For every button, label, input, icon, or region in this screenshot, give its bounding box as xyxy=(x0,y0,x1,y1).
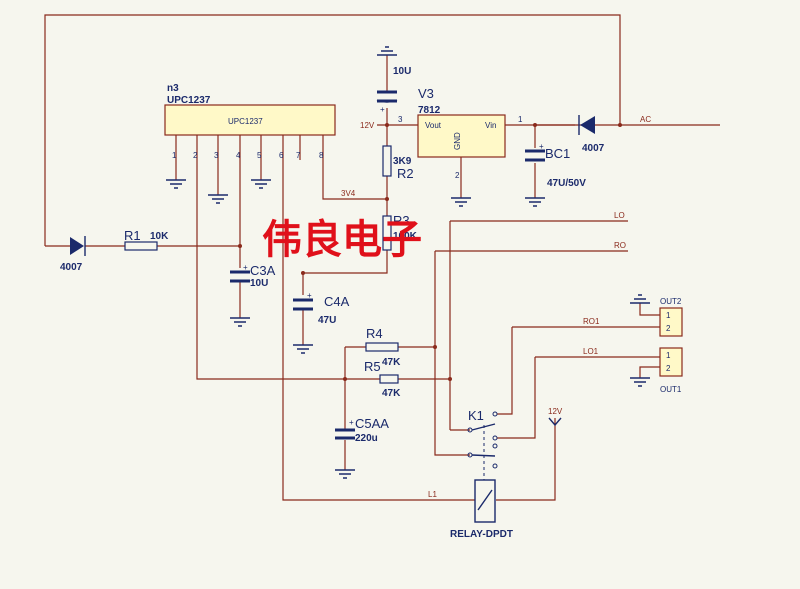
r3-ref: R3 xyxy=(393,213,410,228)
svg-text:+: + xyxy=(243,263,248,272)
out1-pin2: 2 xyxy=(666,364,671,373)
relay-k1: K1 RELAY-DPDT xyxy=(450,408,513,540)
power-12v-relay: 12V xyxy=(548,407,563,427)
ic-body-label: UPC1237 xyxy=(228,117,263,126)
connector-out1: 1 2 OUT1 xyxy=(630,347,683,394)
out2-name: OUT2 xyxy=(660,297,682,306)
reg-pin-gnd: 2 xyxy=(455,171,460,180)
r1-ref: R1 xyxy=(124,228,141,243)
r2-value: 3K9 xyxy=(393,156,412,167)
resistor-r3: R3 100K xyxy=(382,213,418,251)
c5aa-ref: C5AA xyxy=(355,416,389,431)
resistor-r5: R5 47K xyxy=(364,359,401,399)
bc1-ref: BC1 xyxy=(545,146,570,161)
reg-gnd: GND xyxy=(453,132,462,150)
ic-pin-5: 5 xyxy=(257,151,262,160)
ic-pin-2: 2 xyxy=(193,151,198,160)
r5-value: 47K xyxy=(382,388,401,399)
r5-ref: R5 xyxy=(364,359,381,374)
cap-c4a: + C4A 47U xyxy=(293,291,350,354)
net-lo: LO xyxy=(614,211,625,220)
junction-dots xyxy=(238,123,622,381)
r2-ref: R2 xyxy=(397,166,414,181)
reg-part: 7812 xyxy=(418,105,441,116)
diode-ac: 4007 xyxy=(578,115,605,154)
net-lo1: LO1 xyxy=(583,347,599,356)
net-ac: AC xyxy=(640,115,651,124)
ic-pin-8: 8 xyxy=(319,151,324,160)
net-12v-relay: 12V xyxy=(548,407,563,416)
reg-pin-out: 3 xyxy=(398,115,403,124)
r4-ref: R4 xyxy=(366,326,383,341)
svg-text:+: + xyxy=(349,418,354,427)
out1-pin1: 1 xyxy=(666,351,671,360)
net-ro: RO xyxy=(614,241,626,250)
svg-text:+: + xyxy=(380,105,385,114)
net-labels: 12V 3V4 AC LO RO RO1 LO1 L1 xyxy=(341,115,651,499)
cap-c5aa: + C5AA 220u xyxy=(335,416,389,479)
ic-upc1237: UPC1237 n3 UPC1237 1 2 3 4 5 6 7 8 xyxy=(164,83,336,204)
reg-ref: V3 xyxy=(418,86,434,101)
net-12v: 12V xyxy=(360,121,375,130)
ic-pin-6: 6 xyxy=(279,151,284,160)
svg-text:+: + xyxy=(307,291,312,300)
relay-part: RELAY-DPDT xyxy=(450,529,513,540)
c3a-value: 10U xyxy=(250,278,268,289)
d-left-part: 4007 xyxy=(60,262,83,273)
ic-part: UPC1237 xyxy=(167,95,211,106)
reg-pin-in: 1 xyxy=(518,115,523,124)
r4-value: 47K xyxy=(382,357,401,368)
d-ac-part: 4007 xyxy=(582,143,605,154)
net-3v4: 3V4 xyxy=(341,189,356,198)
ic-pin-3: 3 xyxy=(214,151,219,160)
c3a-ref: C3A xyxy=(250,263,276,278)
net-ro1: RO1 xyxy=(583,317,600,326)
svg-text:+: + xyxy=(539,142,544,151)
reg-vout: Vout xyxy=(425,121,442,130)
bc1-value: 47U/50V xyxy=(547,178,586,189)
relay-ref: K1 xyxy=(468,408,484,423)
out1-name: OUT1 xyxy=(660,385,682,394)
c-top-value: 10U xyxy=(393,66,411,77)
cap-10u-top: + 10U xyxy=(376,46,411,114)
diode-left: 4007 xyxy=(45,236,86,273)
resistor-r4: R4 47K xyxy=(365,326,401,368)
out2-pin1: 1 xyxy=(666,311,671,320)
out2-pin2: 2 xyxy=(666,324,671,333)
ic-pin-4: 4 xyxy=(236,151,241,160)
r1-value: 10K xyxy=(150,231,169,242)
c4a-value: 47U xyxy=(318,315,336,326)
cap-c3a: + C3A 10U xyxy=(230,263,276,327)
net-l1: L1 xyxy=(428,490,437,499)
wires xyxy=(44,14,720,501)
resistor-r2: 3K9 R2 xyxy=(382,145,414,181)
r3-value: 100K xyxy=(393,231,418,242)
reg-vin: Vin xyxy=(485,121,496,130)
c4a-ref: C4A xyxy=(324,294,350,309)
watermark-text: 伟良电子 xyxy=(262,217,422,263)
connector-out2: 1 2 OUT2 xyxy=(630,294,683,337)
ic-pin-1: 1 xyxy=(172,151,177,160)
cap-bc1: + BC1 47U/50V xyxy=(525,142,586,207)
ic-pin-7: 7 xyxy=(296,151,301,160)
ic-ref: n3 xyxy=(167,83,179,94)
c5aa-value: 220u xyxy=(355,433,378,444)
resistor-r1: R1 10K xyxy=(124,228,169,251)
regulator-7812: Vout Vin GND 3 1 2 V3 7812 xyxy=(398,86,523,207)
